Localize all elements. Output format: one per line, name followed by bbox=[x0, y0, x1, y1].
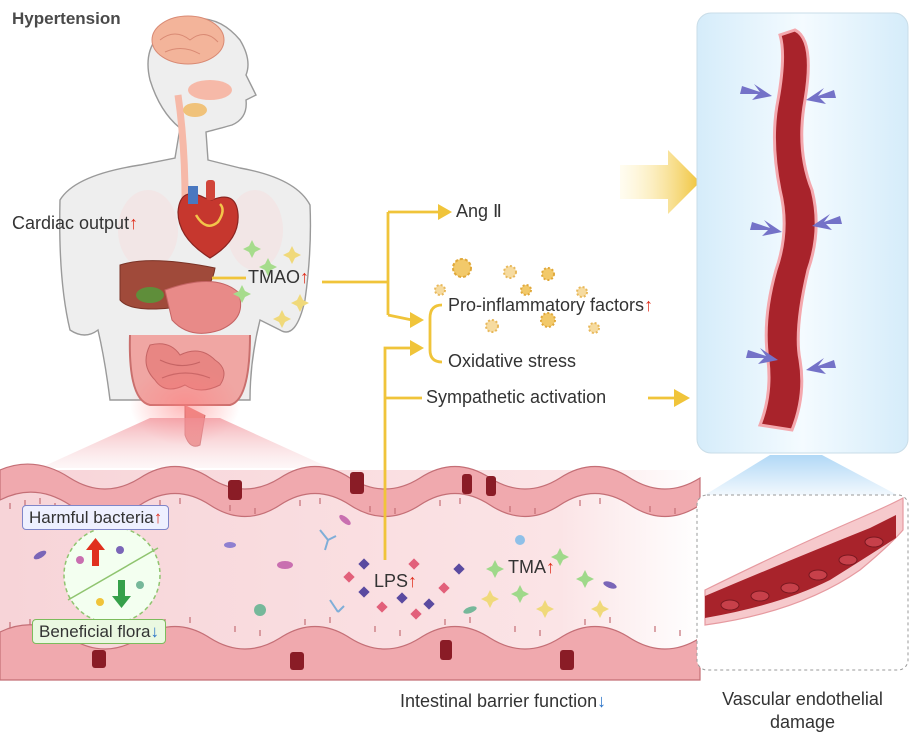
intestinal-barrier-text: Intestinal barrier function bbox=[400, 691, 598, 711]
oxidative-stress-label: Oxidative stress bbox=[448, 351, 577, 371]
tma-up-arrow: ↑ bbox=[546, 557, 555, 577]
cardiac-output-up-arrow: ↑ bbox=[129, 213, 139, 233]
brain bbox=[151, 15, 225, 65]
vessel-zoom-cone bbox=[700, 455, 903, 498]
vascular-damage-line2: damage bbox=[769, 711, 836, 732]
big-yellow-arrow bbox=[620, 150, 700, 214]
intestine-lumen bbox=[0, 470, 700, 665]
vascular-damage-line1: Vascular endothelial bbox=[722, 689, 883, 709]
pro-inflammatory-label: Pro-inflammatory factors↑ bbox=[448, 296, 653, 314]
harmful-bacteria-up-arrow: ↑ bbox=[153, 508, 163, 527]
red-blood-cells bbox=[720, 536, 884, 611]
lps-particles bbox=[343, 558, 465, 620]
stomach bbox=[164, 281, 242, 334]
lps-text: LPS bbox=[374, 571, 409, 591]
tmao-particles bbox=[233, 240, 309, 328]
bacteria-scatter bbox=[33, 514, 617, 616]
diagram-title: Hypertension bbox=[12, 9, 121, 28]
bacteria-balance-circle bbox=[63, 526, 161, 624]
harmful-bacteria-text: Harmful bacteria bbox=[29, 508, 154, 527]
lps-label: LPS↑ bbox=[374, 572, 417, 590]
damaged-cells bbox=[92, 472, 574, 670]
branch-to-inflam bbox=[387, 313, 413, 322]
sympathetic-activation-label: Sympathetic activation bbox=[426, 387, 607, 407]
harmful-bacteria-box: Harmful bacteria↑ bbox=[22, 505, 170, 530]
pathway-arrowheads bbox=[410, 204, 690, 407]
ang2-label: Ang Ⅱ bbox=[456, 201, 502, 221]
bottom-epithelium bbox=[0, 624, 701, 681]
beneficial-flora-text: Beneficial flora bbox=[39, 622, 151, 641]
tma-label: TMA↑ bbox=[508, 558, 555, 576]
cardiac-output-label: Cardiac output↑ bbox=[12, 214, 138, 232]
inflammatory-particles bbox=[434, 258, 600, 334]
vessel-panel bbox=[696, 12, 909, 454]
vessel-cross-section bbox=[696, 494, 909, 671]
intestine-section bbox=[0, 463, 701, 681]
intestinal-barrier-label: Intestinal barrier function↓ bbox=[400, 692, 606, 710]
blood-vessel bbox=[757, 28, 818, 432]
tma-text: TMA bbox=[508, 557, 546, 577]
tmao-text: TMAO bbox=[248, 267, 300, 287]
gut-zoom-cone bbox=[40, 418, 330, 468]
pro-inflammatory-up-arrow: ↑ bbox=[644, 295, 654, 315]
heart-icon bbox=[177, 180, 239, 259]
inflam-oxid-bracket bbox=[428, 303, 443, 364]
pro-inflammatory-text: Pro-inflammatory factors bbox=[448, 295, 645, 315]
pathway-arrows bbox=[212, 210, 676, 560]
beneficial-flora-down-arrow: ↓ bbox=[150, 622, 160, 641]
intestinal-barrier-down-arrow: ↓ bbox=[597, 691, 607, 711]
beneficial-flora-box: Beneficial flora↓ bbox=[32, 619, 167, 644]
tmao-label: TMAO↑ bbox=[248, 268, 309, 286]
constriction-arrows bbox=[740, 84, 842, 374]
lps-up-arrow: ↑ bbox=[408, 571, 418, 591]
tmao-up-arrow: ↑ bbox=[300, 267, 309, 287]
cardiac-output-text: Cardiac output bbox=[12, 213, 130, 233]
tma-particles bbox=[481, 548, 609, 618]
lps-vertical bbox=[383, 346, 412, 560]
vascular-damage-label: Vascular endothelial damage bbox=[700, 688, 905, 733]
